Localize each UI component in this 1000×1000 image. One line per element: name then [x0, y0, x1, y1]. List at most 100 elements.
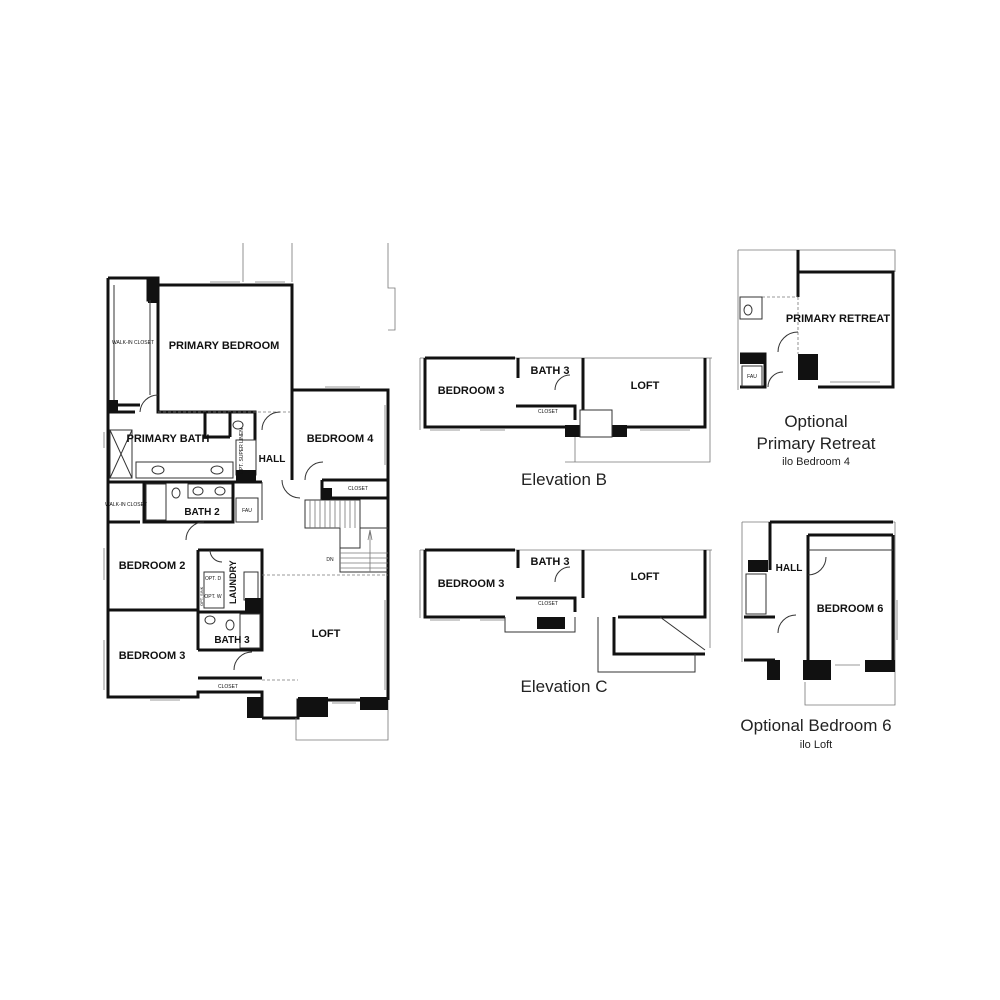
- label-opt-sink: OPT. SINK: [199, 586, 204, 606]
- label-dn: DN: [326, 557, 334, 563]
- door-swing: [777, 556, 827, 634]
- label-loft: LOFT: [312, 628, 341, 640]
- sink-icon: [214, 486, 226, 496]
- wall: [423, 548, 707, 619]
- wall: [423, 356, 707, 429]
- door-swing: [261, 479, 301, 520]
- stairs: [304, 499, 388, 573]
- label-opt-d: OPT. D: [205, 576, 222, 582]
- label-elev-c-loft: LOFT: [631, 571, 660, 583]
- wall: [768, 520, 895, 668]
- label-walk-in-closet-small: WALK-IN CLOSET: [105, 502, 147, 508]
- column: [236, 470, 256, 482]
- column: [565, 425, 580, 437]
- sink-icon: [204, 615, 216, 625]
- label-opt-super-linen: OPT. SUPER LINEN: [239, 428, 245, 474]
- column: [748, 560, 768, 572]
- caption-optional-bedroom-6: Optional Bedroom 6: [740, 716, 891, 735]
- toilet-icon: [225, 619, 235, 631]
- outline: [419, 357, 712, 463]
- door-swing: [304, 461, 324, 481]
- label-laundry: LAUNDRY: [228, 560, 238, 604]
- sink-counter: [243, 571, 259, 601]
- closet-shelf: [113, 285, 151, 405]
- door-swing: [139, 394, 159, 413]
- bay-outline: [597, 616, 706, 673]
- deck-outline: [242, 243, 293, 282]
- optional-primary-retreat-plan: PRIMARY RETREAT FAU Optional Primary Ret…: [737, 249, 896, 468]
- wall: [142, 482, 235, 524]
- column: [798, 354, 818, 380]
- label-elev-b-bath-3: BATH 3: [531, 365, 570, 377]
- outline: [737, 249, 896, 390]
- label-primary-bath: PRIMARY BATH: [127, 433, 210, 445]
- dashed-line: [762, 296, 799, 354]
- label-elev-c-bath-3: BATH 3: [531, 556, 570, 568]
- column: [612, 425, 627, 437]
- shower-icon: [109, 429, 133, 479]
- label-bath-3: BATH 3: [214, 635, 250, 646]
- toilet-icon: [232, 420, 244, 430]
- label-bedroom6-hall: HALL: [776, 563, 803, 574]
- wall: [744, 615, 775, 662]
- vanity-counter: [187, 483, 234, 499]
- door-swing: [233, 651, 253, 671]
- caption-optional: Optional: [784, 412, 847, 431]
- column: [360, 697, 388, 710]
- wall: [198, 548, 264, 614]
- bath-fixture: [739, 296, 763, 320]
- column: [803, 660, 831, 680]
- optional-bedroom-6-plan: HALL BEDROOM 6 Optional Bedroom 6 ilo Lo…: [740, 520, 898, 751]
- toilet-icon: [743, 304, 753, 316]
- column: [865, 660, 895, 672]
- sink-icon: [151, 465, 165, 475]
- label-bedroom-3: BEDROOM 3: [119, 650, 186, 662]
- deck-outline-east: [387, 243, 396, 331]
- fau-closet: [235, 497, 259, 523]
- label-elev-c-bedroom-3: BEDROOM 3: [438, 578, 505, 590]
- porch-step: [504, 617, 576, 633]
- label-bath-2: BATH 2: [184, 507, 220, 518]
- caption-ilo-bedroom-4: ilo Bedroom 4: [782, 456, 850, 468]
- column: [740, 354, 765, 364]
- label-elev-b-bedroom-3: BEDROOM 3: [438, 385, 505, 397]
- toilet-icon: [171, 487, 181, 499]
- door-swing: [554, 566, 571, 583]
- label-bedroom-2: BEDROOM 2: [119, 560, 186, 572]
- sink-icon: [192, 486, 204, 496]
- caption-primary-retreat: Primary Retreat: [756, 434, 875, 453]
- door-swing: [554, 374, 571, 391]
- vanity-counter: [135, 461, 234, 479]
- dashed-line: [262, 574, 388, 681]
- label-walk-in-closet-primary: WALK-IN CLOSET: [112, 340, 154, 346]
- bay-wall: [612, 617, 705, 656]
- exterior-wall-west-south: [106, 278, 264, 718]
- window: [835, 600, 898, 666]
- bathtub-icon: [745, 573, 767, 615]
- wall: [198, 612, 264, 652]
- label-bedroom-6: BEDROOM 6: [817, 603, 884, 615]
- elevation-c-plan: BEDROOM 3 BATH 3 LOFT CLOSET Elevation C: [419, 548, 712, 696]
- label-elev-b-closet: CLOSET: [538, 409, 558, 415]
- column: [767, 660, 780, 680]
- door-swing: [185, 521, 205, 541]
- column: [298, 697, 328, 717]
- door-swing: [261, 411, 281, 431]
- sink-icon: [210, 465, 224, 475]
- bathtub-icon: [239, 613, 261, 649]
- label-retreat-fau: FAU: [747, 374, 757, 380]
- label-primary-retreat: PRIMARY RETREAT: [786, 313, 891, 325]
- porch-step: [579, 409, 613, 438]
- elevation-b-plan: BEDROOM 3 BATH 3 LOFT CLOSET Elevation B: [419, 356, 712, 489]
- window: [103, 281, 386, 704]
- bathtub-icon: [145, 483, 167, 521]
- column: [108, 400, 118, 412]
- column: [148, 278, 158, 303]
- label-closet-bedroom-4: CLOSET: [348, 486, 368, 492]
- door-swing: [209, 549, 223, 563]
- label-elev-b-loft: LOFT: [631, 380, 660, 392]
- column: [245, 598, 262, 612]
- label-elev-c-closet: CLOSET: [538, 601, 558, 607]
- column: [247, 697, 262, 718]
- caption-ilo-loft: ilo Loft: [800, 739, 832, 751]
